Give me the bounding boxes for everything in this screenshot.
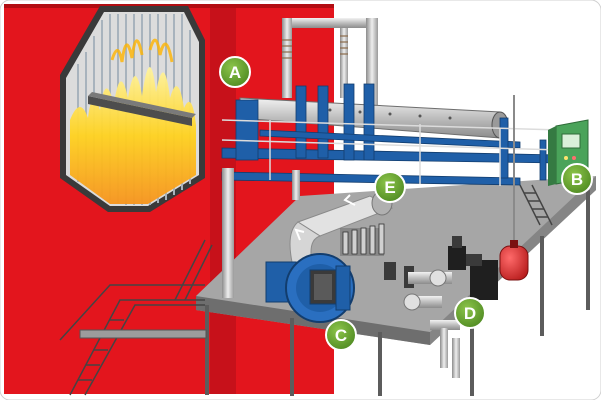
furnace-window	[60, 6, 205, 212]
stoker-grate	[88, 92, 196, 126]
lower-walkway	[79, 329, 207, 339]
valve-icon	[340, 223, 414, 288]
right-stairs	[519, 184, 553, 226]
marker-b[interactable]: B	[561, 163, 593, 195]
marker-d[interactable]: D	[454, 297, 486, 329]
marker-a-label: A	[229, 63, 241, 82]
marker-e-label: E	[384, 178, 395, 197]
marker-c-label: C	[335, 326, 347, 345]
tank-icon	[499, 95, 529, 281]
railing	[221, 119, 561, 186]
marker-e[interactable]: E	[374, 171, 406, 203]
downcomer-pipe	[222, 168, 234, 298]
access-stairs	[59, 239, 213, 396]
marker-a[interactable]: A	[219, 56, 251, 88]
fan-icon	[265, 253, 355, 323]
marker-c[interactable]: C	[325, 319, 357, 351]
pump-icon	[403, 236, 498, 378]
marker-b-label: B	[571, 170, 583, 189]
marker-d-label: D	[464, 304, 476, 323]
